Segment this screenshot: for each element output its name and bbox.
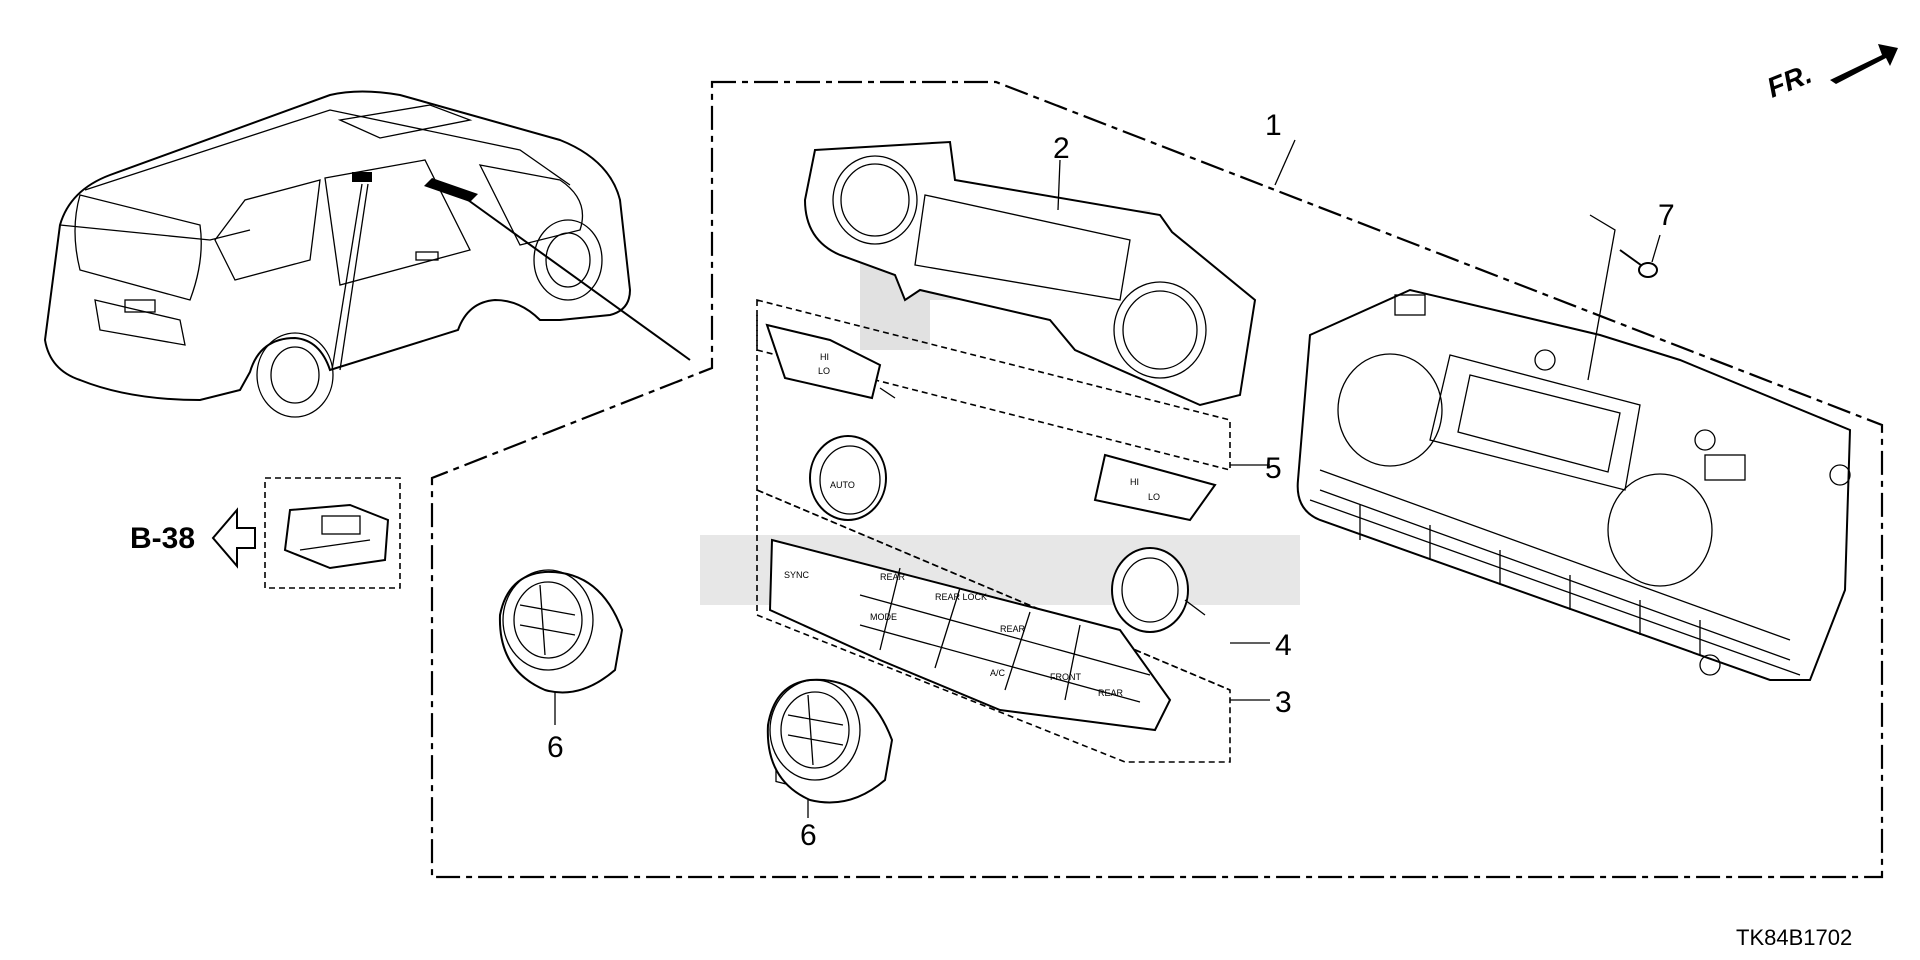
auto-knob: AUTO <box>809 435 887 521</box>
sensor-unit <box>283 503 390 570</box>
mode-label: MODE <box>870 612 897 622</box>
seat-lo-label: LO <box>818 366 830 376</box>
auto-label: AUTO <box>830 480 855 490</box>
callout-4: 4 <box>1275 629 1292 662</box>
callout-1: 1 <box>1265 109 1282 142</box>
vent-knob-left <box>498 569 624 725</box>
sensor-module-group: B-38 <box>130 477 401 589</box>
seat-heater-switch: HI LO <box>1093 453 1217 522</box>
rear-lock-label: REAR LOCK <box>935 592 987 602</box>
leader-2 <box>1057 159 1061 211</box>
vent-knob-right <box>766 678 894 818</box>
control-unit <box>1296 214 1852 681</box>
callout-2: 2 <box>1053 132 1070 165</box>
callout-3: 3 <box>1275 686 1292 719</box>
svg-text:HI: HI <box>1130 477 1139 487</box>
sync-label: SYNC <box>784 570 810 580</box>
svg-text:LO: LO <box>1148 492 1160 502</box>
screw-part <box>1619 234 1661 278</box>
vehicle-outline <box>43 90 691 418</box>
callout-6-right: 6 <box>800 819 817 852</box>
assembly-outline <box>430 80 1884 879</box>
callout-6-left: 6 <box>547 731 564 764</box>
leader-screw <box>1587 214 1616 381</box>
leader-1 <box>1274 139 1296 186</box>
reference-arrow-icon <box>211 507 256 569</box>
reference-label: B-38 <box>130 522 195 555</box>
seat-hi-label: HI <box>820 352 829 362</box>
leader-7 <box>1651 234 1661 263</box>
front-direction-indicator: FR. <box>1763 44 1898 104</box>
temp-knob <box>1111 547 1206 633</box>
direction-label: FR. <box>1763 58 1816 104</box>
callout-5: 5 <box>1265 452 1282 485</box>
bezel-panel <box>803 140 1257 407</box>
front-arrow-icon <box>1830 44 1898 84</box>
rear-label: REAR <box>880 572 906 582</box>
front-label: FRONT <box>1050 672 1081 682</box>
rear-defrost-label: REAR <box>1098 688 1124 698</box>
callout-labels: 1 2 3 4 5 6 6 7 <box>547 109 1675 852</box>
figure-code: TK84B1702 <box>1736 925 1852 950</box>
rear-switch-group: HI LO <box>756 298 1231 472</box>
ac-label: A/C <box>990 668 1006 678</box>
rear-tri-label: REAR <box>1000 624 1026 634</box>
callout-7: 7 <box>1658 199 1675 232</box>
control-group-box <box>756 315 1231 763</box>
sensor-box <box>264 477 401 589</box>
